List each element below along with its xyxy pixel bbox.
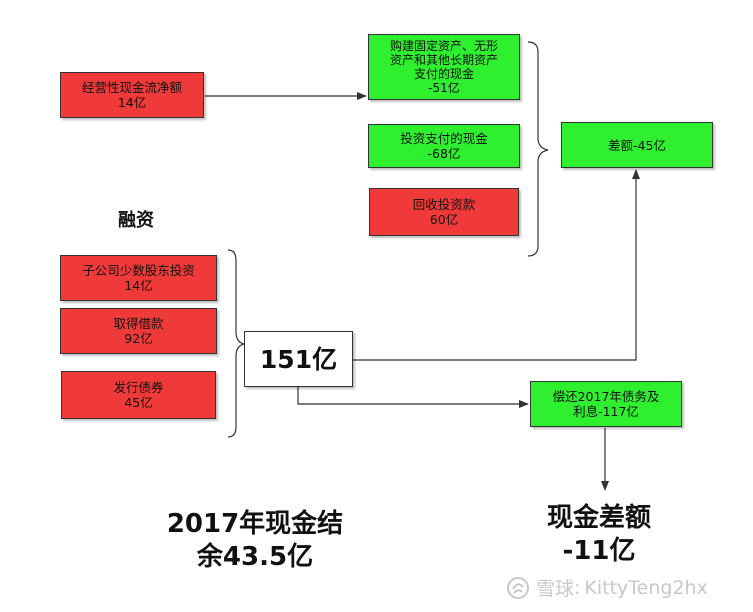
watermark-site: 雪球 (536, 578, 575, 600)
minority-investment-value: 14亿 (124, 278, 153, 293)
watermark-colon: : (574, 576, 581, 599)
cash-balance-line-2: 余43.5亿 (196, 541, 314, 572)
investment-paid-label: 投资支付的现金 (400, 131, 488, 146)
financing-bracket (227, 249, 245, 438)
investment-paid-box: 投资支付的现金 -68亿 (368, 124, 520, 168)
capex-line-3: 支付的现金 (413, 67, 474, 81)
bond-issuance-label: 发行债券 (113, 380, 164, 395)
capex-line-1: 购建固定资产、无形 (389, 39, 498, 53)
repayment-line-1: 偿还2017年债务及 (552, 389, 660, 404)
capex-value: -51亿 (428, 81, 460, 95)
borrowings-label: 取得借款 (113, 316, 164, 331)
watermark-user: KittyTeng2hx (584, 576, 708, 599)
borrowings-value: 92亿 (124, 331, 153, 346)
investment-recovered-label: 回收投资款 (412, 197, 476, 212)
repayment-line-2: 利息-117亿 (573, 404, 639, 419)
operating-cashflow-value: 14亿 (117, 95, 147, 110)
bond-issuance-box: 发行债券 45亿 (61, 371, 216, 419)
borrowings-box: 取得借款 92亿 (60, 308, 217, 354)
investing-bracket (527, 41, 549, 257)
snowball-logo-icon (507, 576, 529, 599)
cash-gap-line-2: -11亿 (562, 535, 636, 566)
investment-recovered-value: 60亿 (429, 212, 459, 227)
financing-total-box: 151亿 (244, 331, 353, 387)
capex-box: 购建固定资产、无形 资产和其他长期资产 支付的现金 -51亿 (368, 34, 520, 100)
arrow-total-to-repayment (297, 387, 529, 408)
investment-recovered-box: 回收投资款 60亿 (369, 188, 519, 236)
minority-investment-box: 子公司少数股东投资 14亿 (60, 255, 217, 301)
operating-cashflow-label: 经营性现金流净额 (81, 80, 182, 95)
financing-title: 融资 (118, 210, 154, 231)
repayment-box: 偿还2017年债务及 利息-117亿 (530, 381, 682, 427)
bond-issuance-value: 45亿 (124, 395, 153, 410)
operating-cashflow-box: 经营性现金流净额 14亿 (60, 72, 204, 118)
difference-label: 差额-45亿 (608, 137, 666, 153)
cash-gap-line-1: 现金差额 (546, 503, 651, 533)
difference-box: 差额-45亿 (561, 122, 713, 168)
cash-gap-label: 现金差额 -11亿 (514, 502, 684, 567)
arrow-total-to-difference (353, 169, 640, 361)
capex-line-2: 资产和其他长期资产 (389, 53, 498, 67)
watermark: 雪球 : KittyTeng2hx (506, 574, 708, 601)
minority-investment-label: 子公司少数股东投资 (82, 263, 195, 278)
cash-balance-line-1: 2017年现金结 (166, 509, 344, 539)
cash-balance-label: 2017年现金结 余43.5亿 (140, 508, 370, 573)
financing-total-value: 151亿 (259, 344, 338, 374)
investment-paid-value: -68亿 (427, 146, 461, 161)
